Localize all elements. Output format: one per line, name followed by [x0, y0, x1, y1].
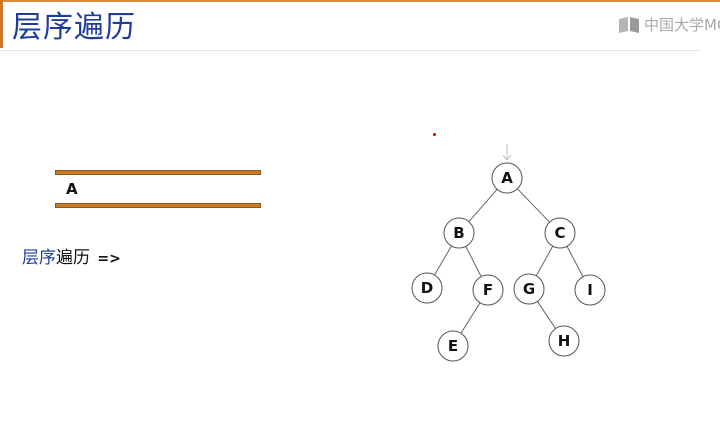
tree-node-label: F — [483, 281, 493, 299]
tree-node-G: G — [513, 273, 545, 305]
tree-node-B: B — [443, 217, 475, 249]
tree-node-E: E — [437, 330, 469, 362]
tree-node-C: C — [544, 217, 576, 249]
tree-node-label: C — [554, 224, 565, 242]
tree-node-circle — [443, 217, 475, 249]
traversal-label-rest: 遍历 — [56, 248, 90, 268]
tree-node-A: A — [491, 162, 523, 194]
queue-top-bar — [55, 170, 261, 175]
tree-node-circle — [513, 273, 545, 305]
tree-node-label: A — [501, 169, 513, 187]
tree-edge-C-I — [566, 246, 584, 277]
slide-title: 层序遍历 — [12, 10, 136, 45]
watermark-text: 中国大学MOOC — [644, 16, 720, 34]
tree-node-F: F — [472, 274, 504, 306]
tree-node-circle — [574, 274, 606, 306]
tree-edge-A-B — [468, 188, 498, 223]
tree-node-circle — [544, 217, 576, 249]
tree-node-H: H — [548, 325, 580, 357]
tree-node-circle — [411, 272, 443, 304]
current-pointer-arrow — [502, 144, 512, 161]
tree-node-label: D — [421, 279, 433, 297]
traversal-arrow: => — [97, 251, 121, 267]
queue-content: A — [66, 180, 78, 198]
watermark: 中国大学MOOC — [618, 14, 720, 35]
tree-node-label: H — [558, 332, 571, 350]
pointer-dot — [433, 133, 436, 136]
top-rule — [0, 0, 720, 2]
tree-edge-G-H — [536, 301, 557, 329]
tree-edge-B-D — [434, 245, 452, 276]
tree-edge-F-E — [460, 302, 481, 334]
tree-node-label: B — [453, 224, 464, 242]
book-icon — [619, 16, 639, 33]
tree-node-D: D — [411, 272, 443, 304]
traversal-label: 层序遍历 => — [22, 243, 121, 268]
tree-edge-C-G — [535, 245, 554, 277]
tree-node-label: G — [523, 280, 535, 298]
tree-node-circle — [548, 325, 580, 357]
tree-node-circle — [437, 330, 469, 362]
queue-bottom-bar — [55, 203, 261, 208]
tree-node-I: I — [574, 274, 606, 306]
tree-node-circle — [472, 274, 504, 306]
title-underline — [0, 50, 700, 51]
tree-edge-A-C — [517, 188, 550, 223]
tree-node-label: E — [448, 337, 458, 355]
traversal-label-highlight: 层序 — [22, 248, 56, 268]
title-accent — [0, 0, 3, 48]
tree-node-label: I — [587, 281, 593, 299]
tree-edge-B-F — [465, 246, 482, 277]
tree-node-circle — [491, 162, 523, 194]
